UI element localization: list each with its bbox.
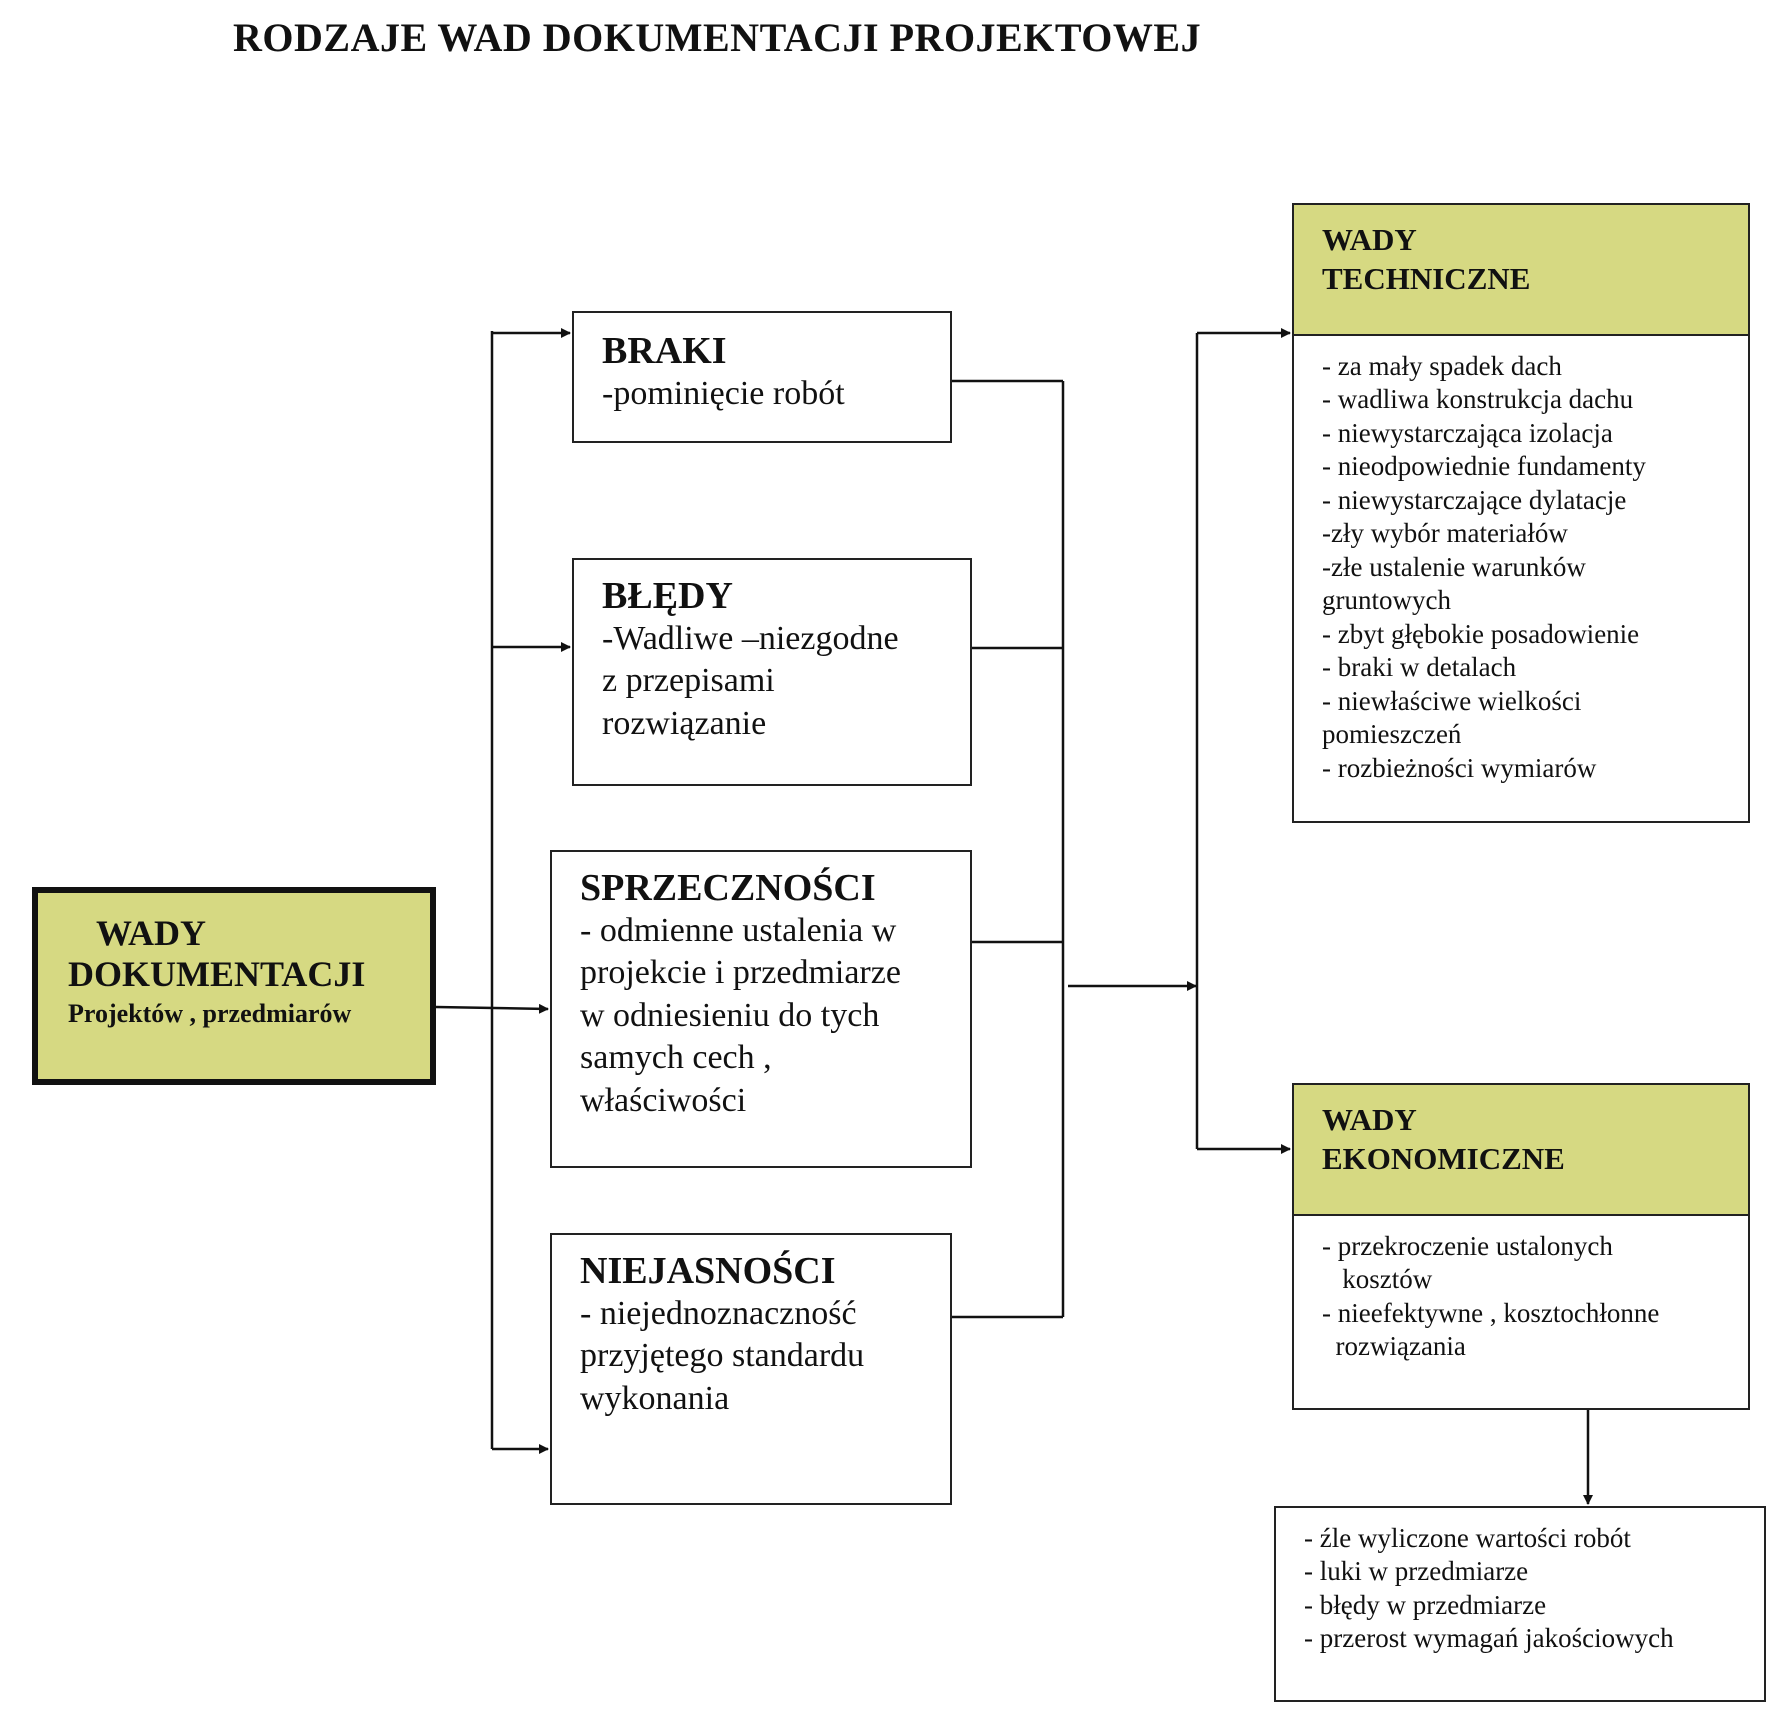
list-item: gruntowych [1322, 585, 1451, 616]
category-line: w odniesieniu do tych [580, 996, 880, 1034]
root-line-1: WADY [96, 913, 207, 953]
list-item: - błędy w przedmiarze [1304, 1589, 1547, 1620]
list-item: - braki w detalach [1322, 652, 1517, 683]
root-line-3: Projektów , przedmiarów [68, 998, 352, 1028]
category-box-niejasnosci: NIEJASNOŚCI - niejednoznaczność przyjęte… [550, 1233, 952, 1505]
panel-head-line: WADY [1322, 222, 1417, 257]
list-item: rozwiązania [1322, 1331, 1466, 1362]
list-item: -zły wybór materiałów [1322, 518, 1568, 549]
panel-head-line: EKONOMICZNE [1322, 1140, 1565, 1176]
list-item: - wadliwa konstrukcja dachu [1322, 384, 1634, 415]
panel-wady-techniczne: WADY TECHNICZNE - za mały spadek dach - … [1292, 203, 1750, 823]
category-line: właściwości [580, 1081, 747, 1119]
list-item: kosztów [1322, 1264, 1433, 1295]
list-item: - przekroczenie ustalonych [1322, 1231, 1613, 1261]
panel-list: - za mały spadek dach - wadliwa konstruk… [1294, 336, 1748, 799]
list-item: - przerost wymagań jakościowych [1304, 1623, 1674, 1654]
category-box-braki: BRAKI -pominięcie robót [572, 311, 952, 443]
category-head: BŁĘDY [602, 575, 733, 617]
list-item: - niewłaściwe wielkości [1322, 685, 1582, 716]
list-item: - za mały spadek dach [1322, 351, 1562, 381]
panel-head-line: TECHNICZNE [1322, 260, 1531, 296]
category-head: BRAKI [602, 330, 727, 372]
category-line: rozwiązanie [602, 704, 767, 742]
list-item: - luki w przedmiarze [1304, 1556, 1529, 1587]
root-box-wady-dokumentacji: WADY DOKUMENTACJI Projektów , przedmiaró… [32, 887, 436, 1085]
list-item: - rozbieżności wymiarów [1322, 752, 1597, 783]
category-line: -pominięcie robót [602, 374, 845, 412]
category-line: - niejednoznaczność [580, 1294, 857, 1332]
arrow-root-to-sprzecznosci [435, 1003, 549, 1014]
category-head: NIEJASNOŚCI [580, 1250, 836, 1292]
panel-head-line: WADY [1322, 1102, 1417, 1137]
panel-header: WADY EKONOMICZNE [1294, 1085, 1748, 1216]
economic-detail-box: - źle wyliczone wartości robót - luki w … [1274, 1506, 1766, 1702]
category-line: projekcie i przedmiarze [580, 954, 901, 992]
list-item: - zbyt głębokie posadowienie [1322, 618, 1640, 649]
page-title: RODZAJE WAD DOKUMENTACJI PROJEKTOWEJ [233, 15, 1202, 60]
panel-list: - przekroczenie ustalonych kosztów - nie… [1294, 1216, 1748, 1378]
list-item: - nieodpowiednie fundamenty [1322, 451, 1646, 482]
panel-header: WADY TECHNICZNE [1294, 205, 1748, 336]
panel-wady-ekonomiczne: WADY EKONOMICZNE - przekroczenie ustalon… [1292, 1083, 1750, 1410]
list-item: - niewystarczająca izolacja [1322, 417, 1613, 448]
category-line: wykonania [580, 1379, 730, 1417]
category-box-bledy: BŁĘDY -Wadliwe –niezgodne z przepisami r… [572, 558, 972, 786]
category-head: SPRZECZNOŚCI [580, 867, 876, 909]
category-line: -Wadliwe –niezgodne [602, 619, 899, 657]
category-line: przyjętego standardu [580, 1337, 865, 1375]
list-item: -złe ustalenie warunków [1322, 551, 1586, 582]
root-line-2: DOKUMENTACJI [68, 954, 366, 995]
list-item: - niewystarczające dylatacje [1322, 484, 1627, 515]
category-box-sprzecznosci: SPRZECZNOŚCI - odmienne ustalenia w proj… [550, 850, 972, 1168]
list-item: - źle wyliczone wartości robót [1304, 1523, 1631, 1553]
category-line: samych cech , [580, 1039, 772, 1077]
list-item: pomieszczeń [1322, 719, 1462, 750]
list-item: - nieefektywne , kosztochłonne [1322, 1297, 1660, 1328]
category-line: - odmienne ustalenia w [580, 911, 897, 949]
category-line: z przepisami [602, 662, 775, 700]
